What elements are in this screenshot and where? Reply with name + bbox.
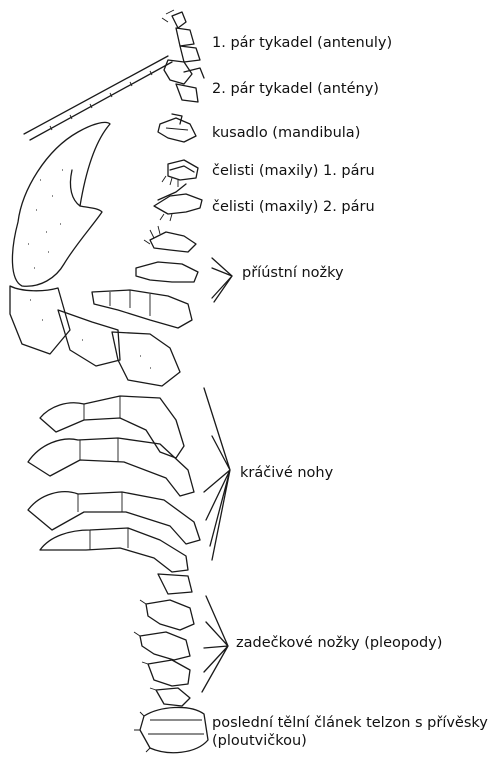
antenna-drawing: [164, 60, 204, 102]
claw-drawing: [10, 122, 180, 386]
walking-legs-drawing: [28, 396, 200, 594]
maxillipeds-drawing: [92, 226, 198, 328]
antenna-whip: [24, 56, 172, 140]
maxilla-2-drawing: [154, 184, 202, 221]
label-maxillipeds: příústní nožky: [242, 264, 344, 282]
maxilla-1-drawing: [162, 160, 198, 187]
pleopods-drawing: [134, 600, 194, 706]
antennule-drawing: [162, 10, 200, 62]
label-walking-legs: kráčivé nohy: [240, 464, 333, 482]
label-telson: poslední tělní článek telzon s přívěsky …: [212, 714, 493, 750]
telson-drawing: [134, 707, 208, 752]
label-mandible: kusadlo (mandibula): [212, 124, 360, 142]
label-antennule: 1. pár tykadel (antenuly): [212, 34, 392, 52]
label-maxilla-1: čelisti (maxily) 1. páru: [212, 162, 375, 180]
mandible-drawing: [158, 114, 196, 142]
label-maxilla-2: čelisti (maxily) 2. páru: [212, 198, 375, 216]
label-antenna: 2. pár tykadel (antény): [212, 80, 379, 98]
leader-lines: [202, 258, 232, 692]
label-pleopods: zadečkové nožky (pleopody): [236, 634, 442, 652]
